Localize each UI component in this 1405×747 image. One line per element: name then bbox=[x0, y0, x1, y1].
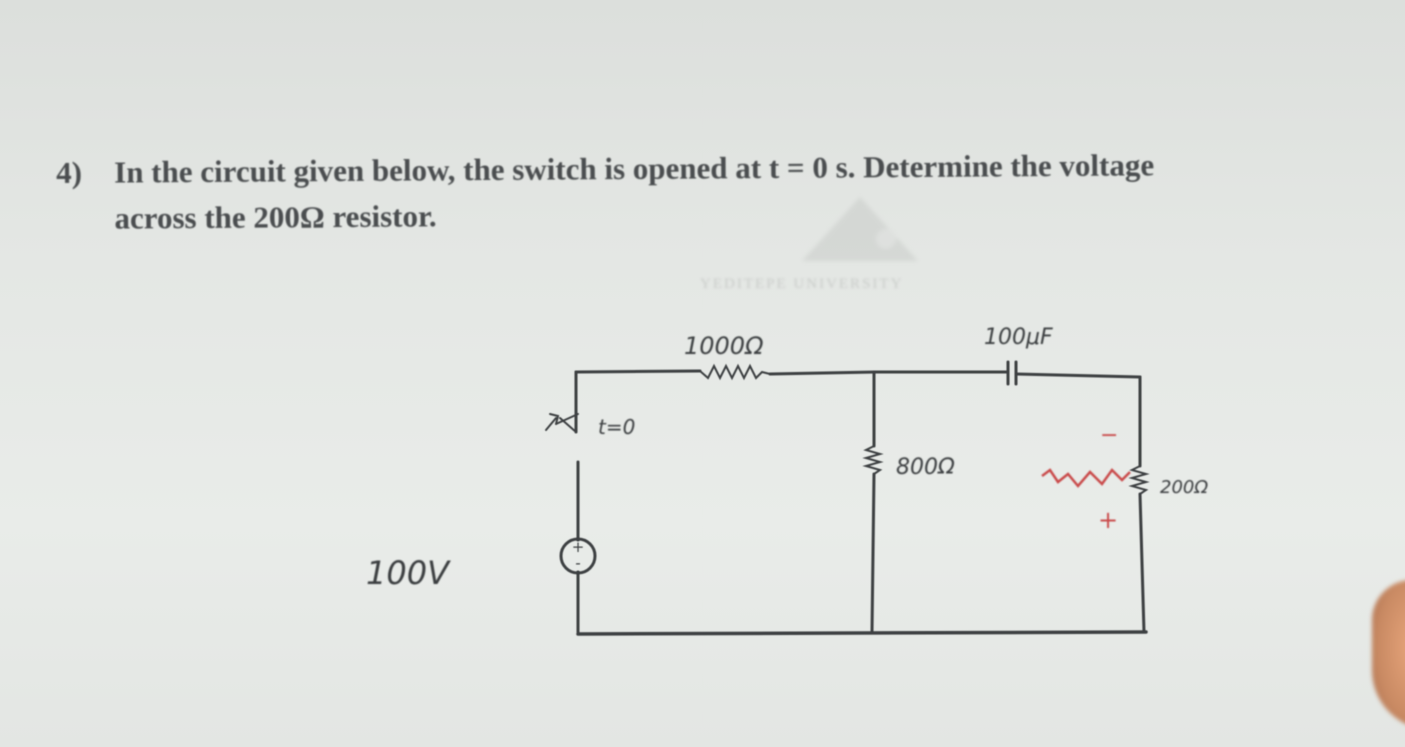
capacitor-label: 100μF bbox=[984, 325, 1053, 350]
svg-text:+: + bbox=[572, 538, 585, 556]
right-resistor-label: 200Ω bbox=[1160, 477, 1208, 498]
university-logo-watermark bbox=[802, 197, 918, 261]
annotation-minus: − bbox=[1100, 423, 1118, 448]
switch-blade bbox=[555, 413, 579, 433]
watermark-text: YEDITEPE UNIVERSITY bbox=[700, 276, 904, 292]
series-resistor bbox=[699, 363, 771, 381]
series-resistor-label: 1000Ω bbox=[684, 332, 764, 360]
svg-text:-: - bbox=[575, 554, 580, 572]
annotation-plus: + bbox=[1098, 506, 1118, 534]
source-label: 100V bbox=[366, 554, 451, 592]
red-scribble bbox=[1041, 468, 1131, 488]
middle-resistor bbox=[862, 445, 884, 475]
top-wire-left bbox=[574, 369, 702, 374]
voltage-source: + - bbox=[559, 537, 597, 575]
middle-resistor-label: 800Ω bbox=[896, 455, 955, 480]
top-wire-after-resistor bbox=[768, 370, 878, 376]
right-wire-bottom bbox=[1138, 492, 1146, 634]
middle-wire-bottom bbox=[870, 472, 876, 634]
switch-arrow bbox=[545, 413, 560, 431]
top-wire-right bbox=[1014, 372, 1142, 379]
bottom-wire bbox=[576, 630, 1148, 636]
right-resistor bbox=[1128, 465, 1150, 495]
switch-label: t=0 bbox=[598, 415, 635, 439]
